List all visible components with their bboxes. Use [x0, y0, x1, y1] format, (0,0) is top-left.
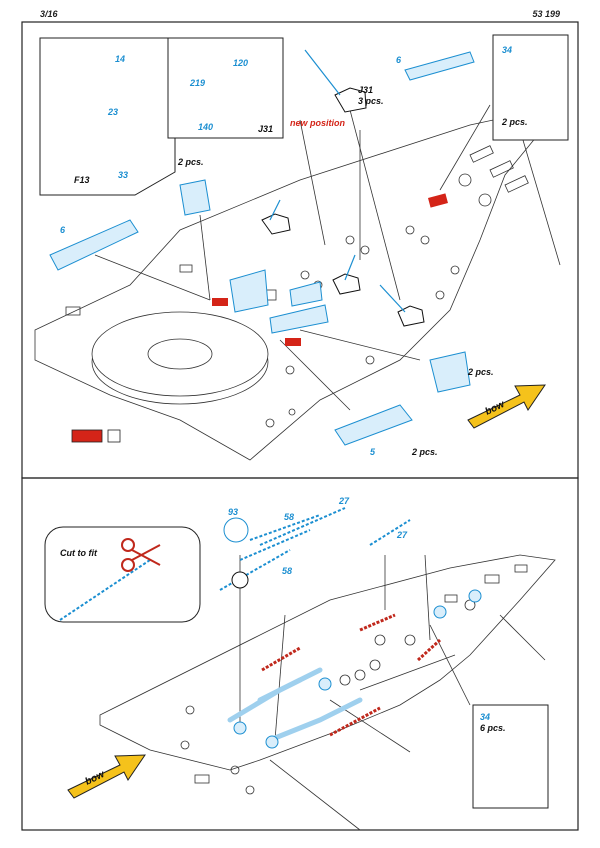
- label-2pcs-right: 2 pcs.: [467, 367, 494, 377]
- inset-box-left: [39, 37, 176, 196]
- paint-legend-icon: [107, 429, 121, 443]
- new-position-label: new position: [290, 118, 346, 128]
- paint-legend-swatch: [71, 429, 103, 443]
- anchor-chains: [59, 507, 411, 621]
- label-part-6-right: 6: [396, 55, 402, 65]
- label-part-34-top: 34: [502, 45, 512, 55]
- red-paint-marks-top: [212, 193, 448, 346]
- part-5: [334, 404, 413, 446]
- label-part-5-qty: 2 pcs.: [411, 447, 438, 457]
- cut-to-fit-label: Cut to fit: [60, 548, 98, 558]
- label-part-14: 14: [115, 54, 125, 64]
- pe-parts-bottom: [223, 517, 482, 749]
- label-part-27-a: 27: [338, 496, 350, 506]
- inset-box-crane: [167, 37, 284, 139]
- bow-arrow-top: bow: [467, 384, 546, 429]
- tower-part-right: [429, 351, 471, 393]
- label-part-34-bottom: 34: [480, 712, 490, 722]
- hawse-fitting: [231, 571, 249, 589]
- bow-arrow-bottom: bow: [67, 754, 146, 799]
- label-j31-qty: 3 pcs.: [358, 96, 384, 106]
- page-number: 3/16: [40, 9, 58, 19]
- label-34-qty-top: 2 pcs.: [501, 117, 528, 127]
- deck-drawing-top: [34, 104, 561, 461]
- inset-box-cut: [44, 526, 201, 623]
- bottom-panel-frame: [21, 477, 579, 831]
- inset-box-corner-top: [492, 34, 569, 141]
- label-part-58-b: 58: [282, 566, 292, 576]
- label-part-5: 5: [370, 447, 376, 457]
- label-j31: J31: [358, 85, 373, 95]
- part-6-left: [49, 219, 139, 271]
- tower-part-left: [179, 179, 211, 216]
- label-j31-inset: J31: [258, 124, 273, 134]
- label-part-27-b: 27: [396, 530, 408, 540]
- red-chains: [261, 613, 442, 737]
- label-part-93: 93: [228, 507, 238, 517]
- label-part-33: 33: [118, 170, 128, 180]
- part-93: [223, 517, 249, 543]
- label-part-140: 140: [198, 122, 213, 132]
- label-2pcs-left: 2 pcs.: [177, 157, 204, 167]
- kit-number: 53 199: [532, 9, 560, 19]
- label-part-120: 120: [233, 58, 248, 68]
- label-part-6-left: 6: [60, 225, 66, 235]
- label-part-58-a: 58: [284, 512, 294, 522]
- label-34-qty-bottom: 6 pcs.: [480, 723, 506, 733]
- deck-chain-runs: [227, 667, 363, 743]
- scissors-icon: [121, 538, 161, 572]
- part-6-right: [404, 51, 475, 81]
- inset-box-corner-bottom: [472, 704, 549, 809]
- label-f13: F13: [74, 175, 90, 185]
- label-part-219: 219: [189, 78, 205, 88]
- label-part-23: 23: [107, 107, 118, 117]
